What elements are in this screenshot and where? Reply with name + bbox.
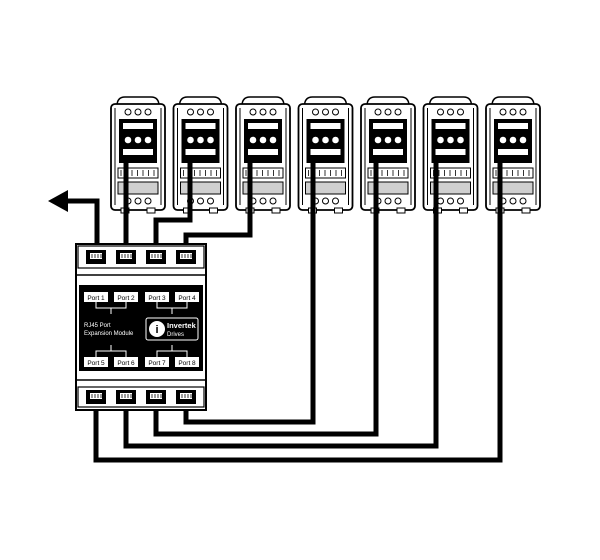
drive-2 (172, 96, 229, 214)
rj45-socket-top-2 (116, 250, 136, 264)
cable-drive-4 (183, 158, 316, 425)
port-label-3: Port 3 (148, 295, 166, 302)
rj45-socket-bottom-2 (116, 390, 136, 404)
cable-drive-3 (183, 158, 253, 250)
drive-row (110, 96, 541, 214)
cable-uplink (64, 198, 100, 250)
port-label-5: Port 5 (87, 360, 105, 367)
port-label-4: Port 4 (178, 295, 196, 302)
port-label-1: Port 1 (87, 295, 105, 302)
module-title-line2: Expansion Module (84, 331, 134, 337)
cable-drive-5 (153, 158, 379, 437)
top-port-labels: Port 1 Port 2 Port 3 Port 4 (84, 292, 199, 302)
module-title-line1: RJ45 Port (84, 323, 111, 329)
cable-drive-6 (123, 158, 439, 449)
brand-mark: i (155, 324, 158, 336)
arrow-left-icon (48, 190, 68, 212)
rj45-socket-bottom-3 (146, 390, 166, 404)
drive-3 (235, 96, 291, 214)
cable-group (64, 158, 503, 463)
invertek-logo-icon: i Invertek Drives (145, 317, 199, 341)
bottom-sockets (86, 390, 196, 404)
rj45-socket-bottom-1 (86, 390, 106, 404)
bottom-port-labels: Port 5 Port 6 Port 7 Port 8 (84, 357, 199, 367)
drive-7 (485, 96, 541, 214)
port-label-7: Port 7 (148, 360, 166, 367)
drive-6 (422, 96, 479, 214)
top-port-block (77, 245, 205, 269)
cable-drive-7 (93, 158, 503, 463)
drive-4 (297, 96, 354, 214)
port-label-6: Port 6 (117, 360, 135, 367)
drive-1 (110, 96, 166, 214)
brand-sub: Drives (167, 332, 184, 338)
rj45-socket-top-3 (146, 250, 166, 264)
rj45-socket-top-1 (86, 250, 106, 264)
drive-5 (360, 96, 416, 214)
port-label-8: Port 8 (178, 360, 196, 367)
port-label-2: Port 2 (117, 295, 135, 302)
brand-name: Invertek (167, 321, 197, 330)
bottom-port-block (77, 386, 205, 408)
expansion-module: Port 1 Port 2 Port 3 Port 4 RJ45 Port Ex… (75, 243, 207, 411)
rj45-socket-top-4 (176, 250, 196, 264)
rj45-socket-bottom-4 (176, 390, 196, 404)
top-sockets (86, 250, 196, 264)
cable-drive-2 (153, 158, 193, 250)
